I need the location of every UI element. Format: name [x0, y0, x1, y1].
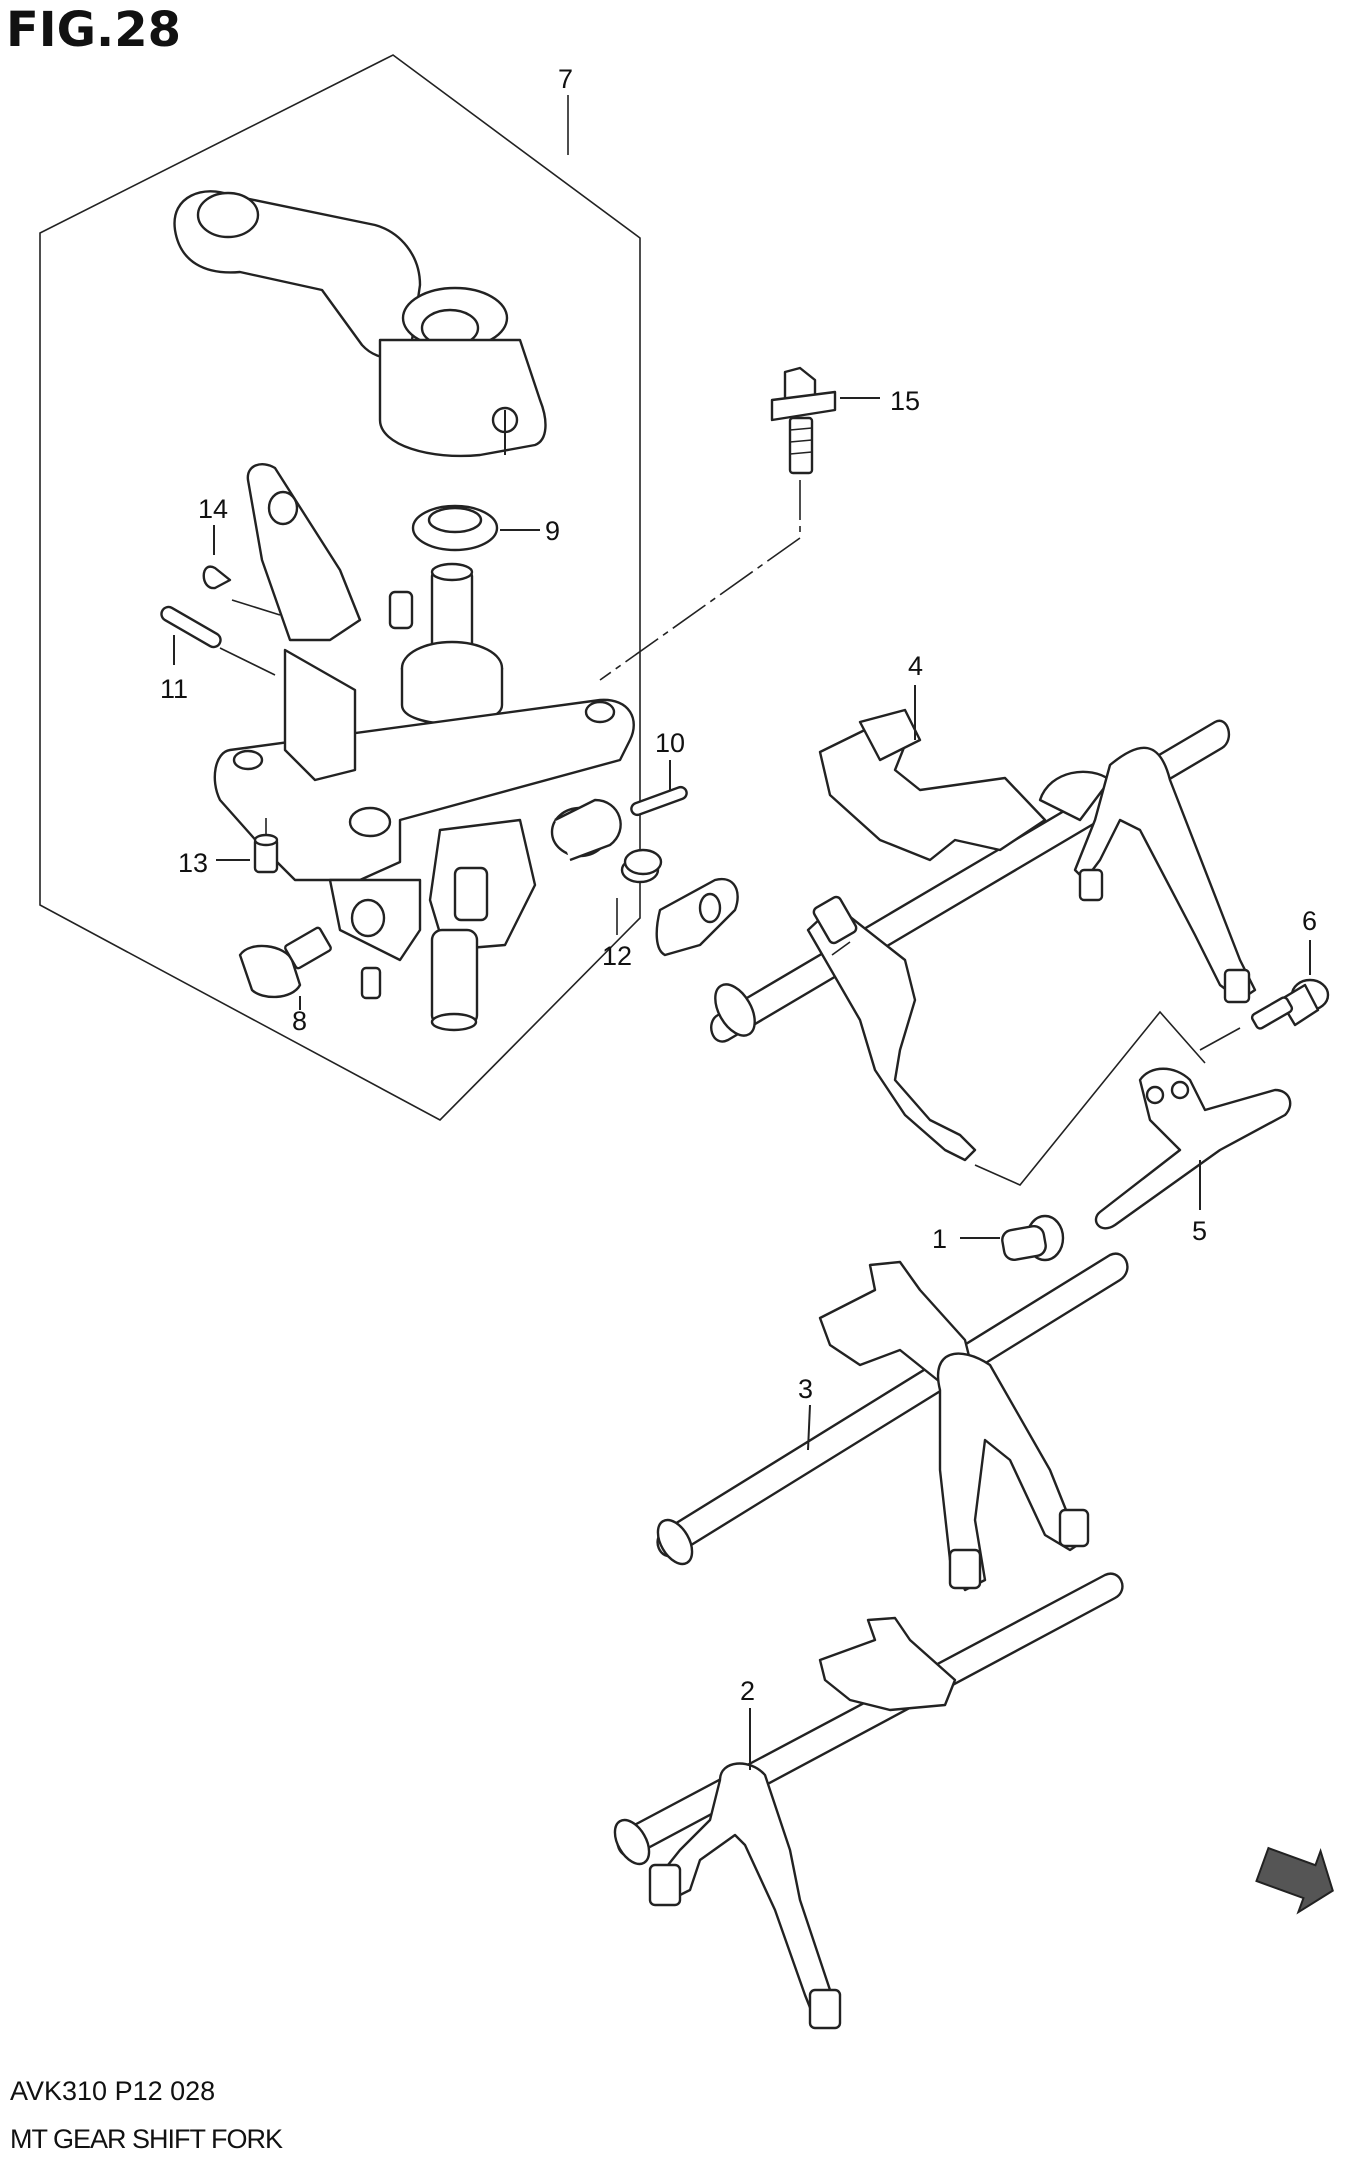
callout-10: 10 [655, 728, 685, 758]
callout-4: 4 [908, 651, 923, 681]
diagram-caption: MT GEAR SHIFT FORK [10, 2124, 283, 2154]
front-arrow-icon [1255, 1846, 1334, 1915]
pin-1 [1001, 1214, 1065, 1262]
shift-case-body [213, 648, 635, 1032]
callout-13: 13 [178, 848, 208, 878]
shift-fork-4 [710, 708, 1257, 1162]
plate-12 [655, 877, 739, 957]
bolt-15 [770, 366, 837, 475]
plug-13 [253, 833, 279, 874]
lever-5 [1094, 1067, 1292, 1230]
oil-seal-9 [411, 504, 499, 552]
bolt-6 [1250, 978, 1330, 1030]
callout-2: 2 [740, 1676, 755, 1706]
e-clip-14 [202, 565, 232, 590]
shift-fork-2 [613, 1572, 1124, 2030]
shift-lever-arm [173, 190, 547, 458]
spring-12 [620, 848, 663, 884]
callout-8: 8 [292, 1006, 307, 1036]
model-code: AVK310 P12 028 [10, 2076, 216, 2106]
bolt-8 [238, 926, 332, 999]
callout-6: 6 [1302, 906, 1317, 936]
select-lever [246, 463, 414, 642]
callout-11: 11 [160, 674, 188, 704]
callout-1: 1 [932, 1224, 947, 1254]
assembly-7-frame [39, 54, 641, 1121]
callout-15: 15 [890, 386, 920, 416]
spring-pin-11 [160, 605, 222, 649]
callout-3: 3 [798, 1374, 813, 1404]
callout-7: 7 [558, 64, 573, 94]
shift-fork-3 [656, 1252, 1129, 1592]
callout-9: 9 [545, 516, 560, 546]
callout-5: 5 [1192, 1216, 1207, 1246]
shift-shaft [400, 562, 504, 725]
figure-title: FIG.28 [6, 2, 182, 58]
pin-10 [630, 785, 688, 817]
callout-14: 14 [198, 494, 228, 524]
callout-12: 12 [602, 941, 632, 971]
interlock-sleeve [550, 798, 622, 862]
